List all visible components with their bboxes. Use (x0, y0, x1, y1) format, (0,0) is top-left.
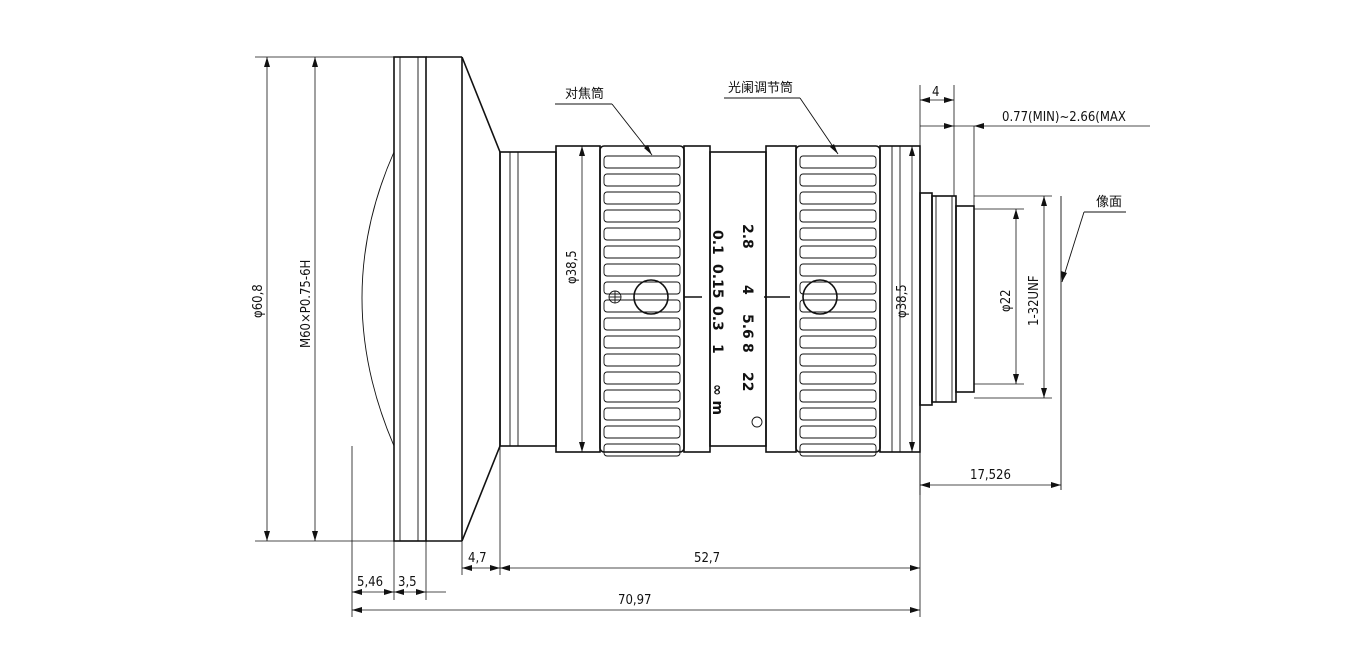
back-focus-adjust-label: 0.77(MIN)~2.66(MAX (1002, 110, 1126, 125)
knurl-ridge (799, 407, 877, 421)
knurl-ridge (799, 281, 877, 295)
f-stop-scale: 2.8 4 5.6 8 22 (739, 224, 755, 391)
focus-lock-screw-icon[interactable] (633, 279, 669, 315)
front-thread-label: M60×P0.75-6H (299, 260, 314, 348)
knurl-ridge (603, 155, 681, 169)
flange-back-label: 17,526 (970, 468, 1011, 483)
front-len-1-label: 5,46 (357, 575, 383, 590)
knurl-ridge (603, 407, 681, 421)
knurl-ridge (603, 353, 681, 367)
knurl-ridge (603, 371, 681, 385)
cone-len-label: 4,7 (468, 551, 487, 566)
knurl-ridge (603, 425, 681, 439)
knurl-ridge (799, 263, 877, 277)
focus-ring-label: 对焦筒 (565, 86, 604, 102)
knurl-ridge (603, 191, 681, 205)
f-stop-1: 4 (739, 285, 755, 295)
f-stop-2: 5.6 (739, 314, 755, 339)
mount-thread-label: 1-32UNF (1027, 275, 1042, 326)
knurl-ridge (603, 389, 681, 403)
knurl-ridge (799, 353, 877, 367)
iris-ring-label: 光阑调节筒 (728, 80, 793, 96)
f-stop-3: 8 (739, 343, 755, 353)
front-cap (393, 56, 427, 542)
image-plane-label: 像面 (1096, 195, 1122, 210)
knurl-ridge (799, 209, 877, 223)
flange-width-label: 4 (932, 85, 939, 100)
knurl-ridge (603, 209, 681, 223)
knurl-ridge (603, 317, 681, 331)
focus-scale-0: 0.1 (709, 230, 725, 255)
focus-ring (599, 145, 711, 457)
knurl-ridge (799, 299, 877, 313)
knurl-ridge (603, 443, 681, 457)
knurl-ridge (603, 335, 681, 349)
knurl-ridge (799, 227, 877, 241)
knurl-ridge (799, 245, 877, 259)
focus-scale-2: 0.3 (709, 306, 725, 331)
c-mount (919, 192, 975, 406)
knurl-ridge (799, 443, 877, 457)
barrel-diameter-focus-label: φ38,5 (565, 250, 580, 284)
mount-diameter-label: φ22 (999, 289, 1014, 312)
front-diameter-label: φ60,8 (251, 284, 266, 318)
total-len-label: 70,97 (618, 593, 651, 608)
knurl-ridge (603, 245, 681, 259)
front-element (361, 151, 395, 447)
knurl-ridge (799, 371, 877, 385)
dimensions: φ60,8 M60×P0.75-6H φ38,5 φ38,5 φ22 1-32U… (251, 56, 1150, 617)
knurl-ridge (799, 173, 877, 187)
knurl-ridge (799, 191, 877, 205)
knurl-ridge (799, 335, 877, 349)
focus-scale-4: ∞ m (709, 384, 725, 415)
knurl-ridge (799, 425, 877, 439)
iris-lock-screw-icon[interactable] (802, 279, 838, 315)
knurl-ridge (603, 227, 681, 241)
knurl-ridge (603, 173, 681, 187)
lens-body (361, 56, 975, 542)
focus-scale-1: 0.15 (709, 264, 725, 299)
knurl-ridge (603, 263, 681, 277)
focus-scale: 0.1 0.15 0.3 1 ∞ m (709, 230, 725, 415)
iris-reference-mark-icon (751, 416, 763, 428)
f-stop-0: 2.8 (739, 224, 755, 249)
focus-scale-3: 1 (709, 344, 725, 354)
knurl-ridge (799, 155, 877, 169)
f-stop-4: 22 (739, 372, 755, 391)
front-len-2-label: 3,5 (398, 575, 417, 590)
body-len-label: 52,7 (694, 551, 720, 566)
knurl-ridge (799, 389, 877, 403)
knurl-ridge (799, 317, 877, 331)
barrel-diameter-iris-label: φ38,5 (895, 284, 910, 318)
